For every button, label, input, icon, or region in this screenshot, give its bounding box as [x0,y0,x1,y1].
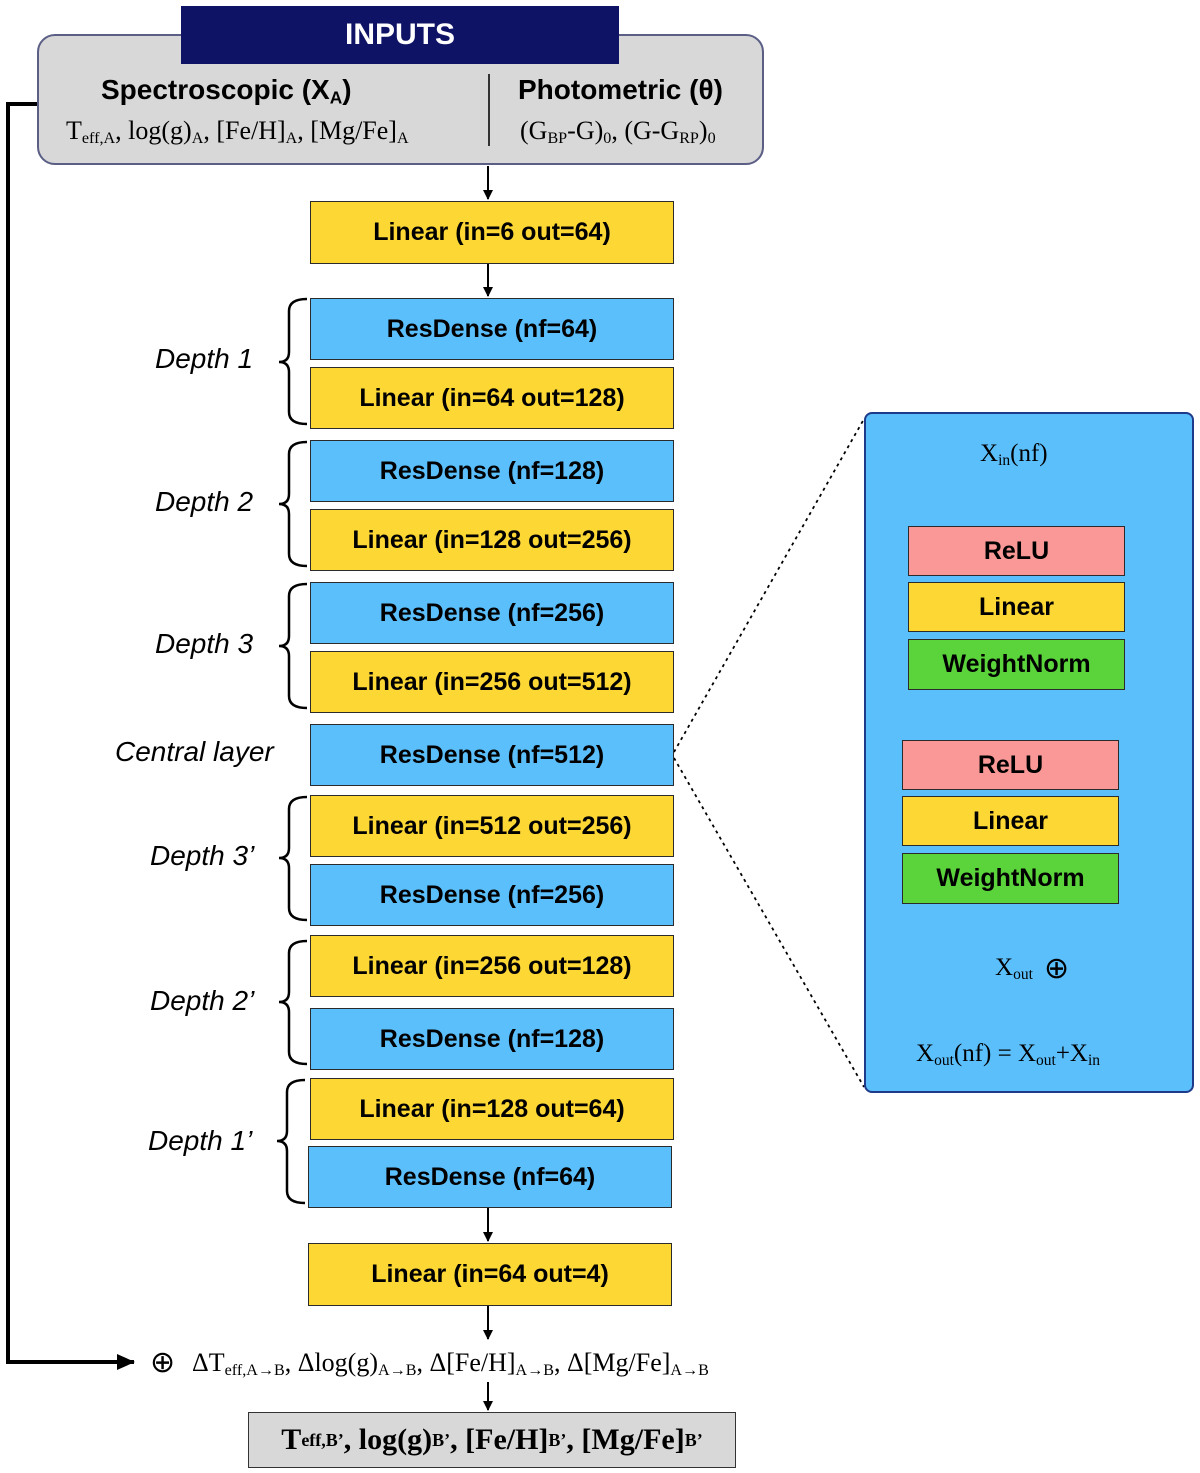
central-resdense: ResDense (nf=512) [310,724,674,786]
depth1-resdense: ResDense (nf=64) [310,298,674,360]
depth2-label: Depth 2 [155,486,254,517]
resdense-relu-1: ReLU [908,526,1125,576]
photometric-params: (GBP-G)0, (G-GRP)0 [520,116,716,148]
depth3p-resdense: ResDense (nf=256) [310,864,674,926]
brace-depth2p [278,939,308,1066]
spectroscopic-heading-sub: A [329,87,343,108]
depth1p-resdense: ResDense (nf=64) [308,1146,672,1208]
depth2-resdense: ResDense (nf=128) [310,440,674,502]
resdense-weightnorm-2: WeightNorm [902,853,1119,904]
spectroscopic-heading-close: ) [342,74,352,105]
central-layer-label: Central layer [115,736,274,767]
resdense-weightnorm-1: WeightNorm [908,639,1125,690]
zoom-line-top [673,418,865,753]
inputs-header: INPUTS [181,6,619,64]
depth3p-label: Depth 3’ [150,840,255,871]
depth2-linear: Linear (in=128 out=256) [310,509,674,571]
xout-label: Xout [995,954,1033,983]
depth1-label: Depth 1 [155,343,254,374]
resdense-plus-symbol: ⊕ [1044,952,1070,985]
depth2p-linear: Linear (in=256 out=128) [310,935,674,997]
xin-label: Xin(nf) [980,440,1048,469]
depth2p-label: Depth 2’ [150,985,255,1016]
xout-result-formula: Xout(nf) = Xout+Xin [916,1040,1101,1069]
inputs-divider [488,74,490,146]
zoom-line-bottom [673,757,865,1088]
output-linear-layer: Linear (in=64 out=4) [308,1243,672,1306]
spectroscopic-params: Teff,A, log(g)A, [Fe/H]A, [Mg/Fe]A [66,116,409,148]
resdense-linear-1: Linear [908,582,1125,632]
depth3-resdense: ResDense (nf=256) [310,582,674,644]
brace-depth1 [278,297,308,426]
brace-depth3p [278,795,308,922]
brace-depth3 [278,582,308,710]
depth3-linear: Linear (in=256 out=512) [310,651,674,713]
depth2p-resdense: ResDense (nf=128) [310,1008,674,1070]
depth1p-label: Depth 1’ [148,1125,253,1156]
resdense-linear-2: Linear [902,796,1119,846]
depth1-linear: Linear (in=64 out=128) [310,367,674,429]
spectroscopic-heading: Spectroscopic (XA) [101,74,352,108]
brace-depth1p [276,1078,306,1205]
depth1p-linear: Linear (in=128 out=64) [310,1078,674,1140]
spectroscopic-heading-text: Spectroscopic (X [101,74,330,105]
delta-parameters: ΔTeff,A→B, Δlog(g)A→B, Δ[Fe/H]A→B, Δ[Mg/… [192,1348,709,1380]
photometric-heading: Photometric (θ) [518,74,723,105]
brace-depth2 [278,440,308,568]
skip-connection-line [6,102,135,1370]
resdense-relu-2: ReLU [902,740,1119,790]
input-linear-layer: Linear (in=6 out=64) [310,201,674,264]
combine-plus-symbol: ⊕ [150,1346,176,1379]
depth3p-linear: Linear (in=512 out=256) [310,795,674,857]
depth3-label: Depth 3 [155,628,254,659]
